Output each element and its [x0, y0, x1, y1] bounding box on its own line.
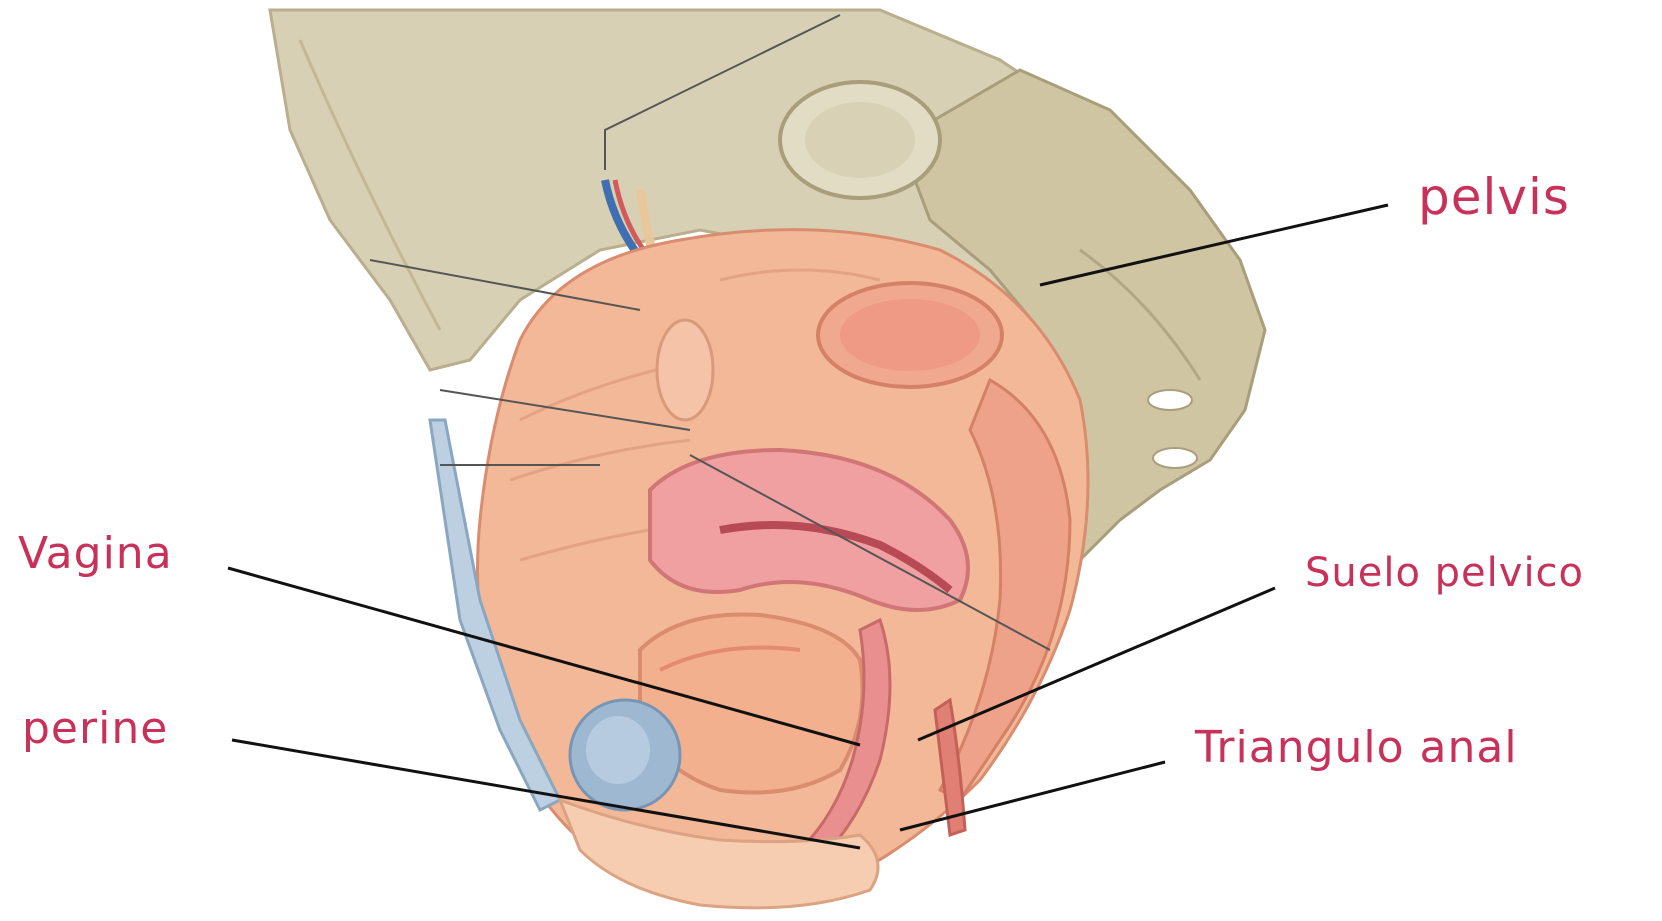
label-vagina: Vagina: [18, 528, 173, 579]
label-perine: perine: [22, 703, 168, 754]
label-pelvis: pelvis: [1418, 168, 1570, 226]
pelvic-viscera: [478, 230, 1089, 902]
label-suelo-pelvico: Suelo pelvico: [1305, 550, 1584, 596]
label-triangulo-anal: Triangulo anal: [1195, 722, 1518, 773]
